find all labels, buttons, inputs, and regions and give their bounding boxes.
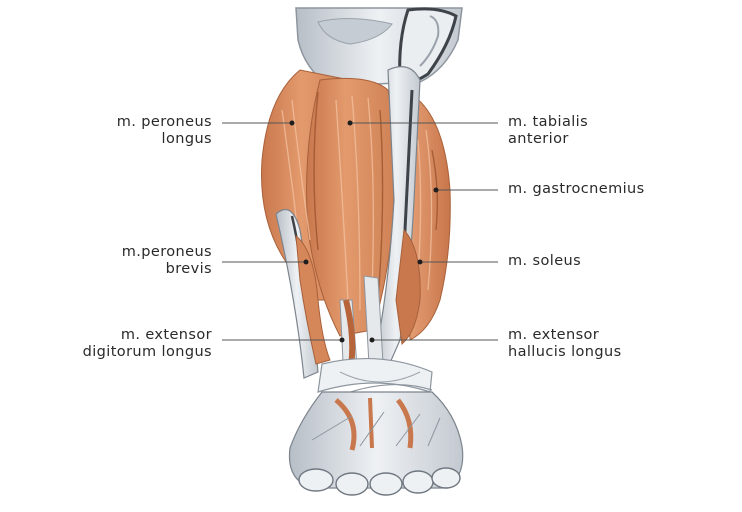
label-soleus-line1: m. soleus <box>508 253 581 270</box>
label-ext-dig-longus-line2: digitorum longus <box>83 344 212 361</box>
label-peroneus-longus-line1: m. peroneus <box>117 114 212 131</box>
label-ext-hall-longus-line1: m. extensor <box>508 327 622 344</box>
label-tibialis-anterior-line1: m. tabialis <box>508 114 588 131</box>
label-ext-dig-longus: m. extensor digitorum longus <box>83 327 212 361</box>
label-ext-dig-longus-line1: m. extensor <box>83 327 212 344</box>
label-soleus: m. soleus <box>508 253 581 270</box>
label-peroneus-brevis-line2: brevis <box>122 261 212 278</box>
label-tibialis-anterior: m. tabialis anterior <box>508 114 588 148</box>
label-peroneus-longus-line2: longus <box>117 131 212 148</box>
label-gastrocnemius-line1: m. gastrocnemius <box>508 181 645 198</box>
label-gastrocnemius: m. gastrocnemius <box>508 181 645 198</box>
label-ext-hall-longus: m. extensor hallucis longus <box>508 327 622 361</box>
label-peroneus-brevis-line1: m.peroneus <box>122 244 212 261</box>
label-peroneus-brevis: m.peroneus brevis <box>122 244 212 278</box>
label-ext-hall-longus-line2: hallucis longus <box>508 344 622 361</box>
label-peroneus-longus: m. peroneus longus <box>117 114 212 148</box>
label-tibialis-anterior-line2: anterior <box>508 131 588 148</box>
